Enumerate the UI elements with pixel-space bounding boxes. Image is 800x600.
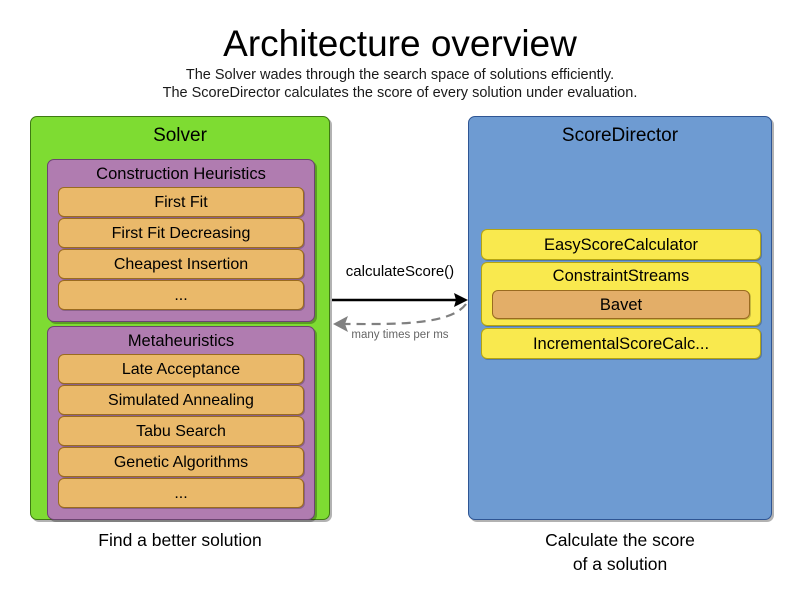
solver-panel: Solver Construction Heuristics First Fit…	[30, 116, 330, 520]
arrow-group: calculateScore() many times per ms	[330, 262, 470, 352]
subtitle-line-2: The ScoreDirector calculates the score o…	[162, 85, 638, 101]
list-item[interactable]: Simulated Annealing	[58, 385, 304, 415]
constraint-streams-label: ConstraintStreams	[552, 267, 690, 285]
list-item[interactable]: Late Acceptance	[58, 354, 304, 384]
list-item[interactable]: ...	[58, 478, 304, 508]
group-construction-heuristics-title: Construction Heuristics	[96, 165, 266, 183]
list-item[interactable]: First Fit Decreasing	[58, 218, 304, 248]
list-item[interactable]: First Fit	[58, 187, 304, 217]
list-item[interactable]: Tabu Search	[58, 416, 304, 446]
group-metaheuristics-title: Metaheuristics	[127, 332, 235, 350]
group-metaheuristics: Metaheuristics Late Acceptance Simulated…	[47, 326, 315, 520]
header: Architecture overview The Solver wades t…	[0, 22, 800, 102]
group-construction-heuristics: Construction Heuristics First Fit First …	[47, 159, 315, 322]
solver-panel-title: Solver	[153, 125, 207, 146]
group-metaheuristics-items: Late Acceptance Simulated Annealing Tabu…	[48, 354, 314, 516]
group-construction-heuristics-items: First Fit First Fit Decreasing Cheapest …	[48, 187, 314, 318]
list-item-bavet[interactable]: Bavet	[492, 290, 750, 319]
arrow-call-label: calculateScore()	[345, 263, 455, 280]
list-item[interactable]: Cheapest Insertion	[58, 249, 304, 279]
list-item[interactable]: Genetic Algorithms	[58, 447, 304, 477]
page-title: Architecture overview	[223, 23, 577, 64]
caption-scoredirector: Calculate the score of a solution	[468, 528, 772, 576]
caption-solver: Find a better solution	[30, 528, 330, 552]
scoredirector-panel: ScoreDirector EasyScoreCalculator Constr…	[468, 116, 772, 520]
subtitle-line-1: The Solver wades through the search spac…	[185, 67, 615, 83]
arrow-connectors-icon	[332, 293, 468, 332]
arrow-return-label: many times per ms	[351, 329, 449, 341]
list-item[interactable]: ...	[58, 280, 304, 310]
scoredirector-panel-title: ScoreDirector	[561, 125, 679, 146]
scoredirector-calculator-list: EasyScoreCalculator ConstraintStreams Ba…	[481, 229, 761, 361]
list-item-constraint-streams[interactable]: ConstraintStreams Bavet	[481, 262, 761, 326]
list-item-incremental-score-calculator[interactable]: IncrementalScoreCalc...	[481, 328, 761, 359]
caption-scoredirector-line-2: of a solution	[572, 554, 668, 574]
caption-solver-line-1: Find a better solution	[98, 530, 262, 550]
list-item-easy-score-calculator[interactable]: EasyScoreCalculator	[481, 229, 761, 260]
caption-scoredirector-line-1: Calculate the score	[545, 530, 695, 550]
